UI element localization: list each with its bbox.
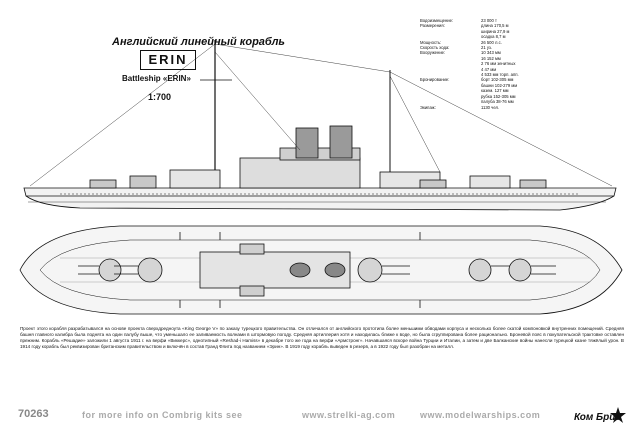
spec-row: рубка 152-305 мм: [420, 94, 630, 99]
spec-row: башни 102-279 мм: [420, 83, 630, 88]
spec-value: 4 47 мм: [481, 66, 497, 72]
spec-row: 16 152 мм: [420, 56, 630, 61]
spec-key: Вооружение:: [420, 50, 446, 56]
spec-row: Скорость хода: 21 уз.: [420, 45, 630, 50]
spec-value: длина 170,5 м: [481, 23, 509, 29]
spec-key: Скорость хода:: [420, 45, 450, 51]
spec-row: Водоизмещение: 23 000 т: [420, 18, 630, 23]
spec-value: рубка 152-305 мм: [481, 93, 516, 99]
spec-row: Экипаж: 1130 чел.: [420, 105, 630, 110]
ship-name: ERIN: [140, 50, 196, 70]
scale-label: 1:700: [148, 92, 172, 102]
footer-info-text: for more info on Combrig kits see: [82, 410, 243, 420]
spec-value: осадка 8,7 м: [481, 34, 506, 40]
logo-star-icon: [610, 407, 626, 423]
spec-value: 16 152 мм: [481, 55, 501, 61]
spec-value: 21 уз.: [481, 45, 492, 51]
spec-row: 4 533 мм торп. апп.: [420, 72, 630, 77]
spec-row: Размерения: длина 170,5 м: [420, 23, 630, 28]
footer-url-strelki[interactable]: www.strelki-ag.com: [302, 410, 396, 420]
spec-value: 4 533 мм торп. апп.: [481, 72, 519, 78]
spec-value: 23 000 т: [481, 18, 497, 23]
specs-table: Водоизмещение: 23 000 т Размерения: длина 1…: [420, 18, 630, 110]
spec-value: 1130 чел.: [481, 104, 500, 110]
spec-row: Вооружение: 10 343 мм: [420, 50, 630, 55]
spec-row: Бронирование: борт 102-305 мм: [420, 77, 630, 82]
spec-value: 2 76 мм зенитных: [481, 61, 516, 67]
spec-row: 4 47 мм: [420, 67, 630, 72]
kit-code: 70263: [18, 408, 49, 420]
spec-row: Мощность: 26 500 л.с.: [420, 40, 630, 45]
spec-row: палуба 38-76 мм: [420, 99, 630, 104]
footer-url-modelwarships[interactable]: www.modelwarships.com: [420, 410, 541, 420]
spec-value: борт 102-305 мм: [481, 77, 514, 83]
spec-value: палуба 38-76 мм: [481, 99, 514, 105]
spec-key: Экипаж:: [420, 104, 436, 110]
spec-row: осадка 8,7 м: [420, 34, 630, 39]
combrig-logo: Ком Бриг: [574, 404, 626, 432]
title-ru: Английский линейный корабль: [112, 36, 285, 48]
spec-value: ширина 27,9 м: [481, 28, 510, 34]
spec-value: 26 500 л.с.: [481, 39, 502, 45]
spec-row: ширина 27,9 м: [420, 29, 630, 34]
spec-key: Мощность:: [420, 39, 442, 45]
logo-text: Ком Бриг: [574, 412, 621, 423]
spec-value: башни 102-279 мм: [481, 82, 518, 88]
spec-row: казем. 127 мм: [420, 88, 630, 93]
side-profile: [23, 40, 617, 211]
description-text: Проект этого корабля разрабатывался на о…: [20, 326, 624, 350]
plan-view: [19, 225, 623, 315]
spec-key: Водоизмещение:: [420, 18, 454, 23]
subtitle-en: Battleship «ERIN»: [122, 74, 191, 83]
spec-key: Бронирование:: [420, 77, 450, 83]
spec-value: 10 343 мм: [481, 50, 501, 56]
spec-key: Размерения:: [420, 23, 445, 29]
spec-row: 2 76 мм зенитных: [420, 61, 630, 66]
spec-value: казем. 127 мм: [481, 88, 509, 94]
